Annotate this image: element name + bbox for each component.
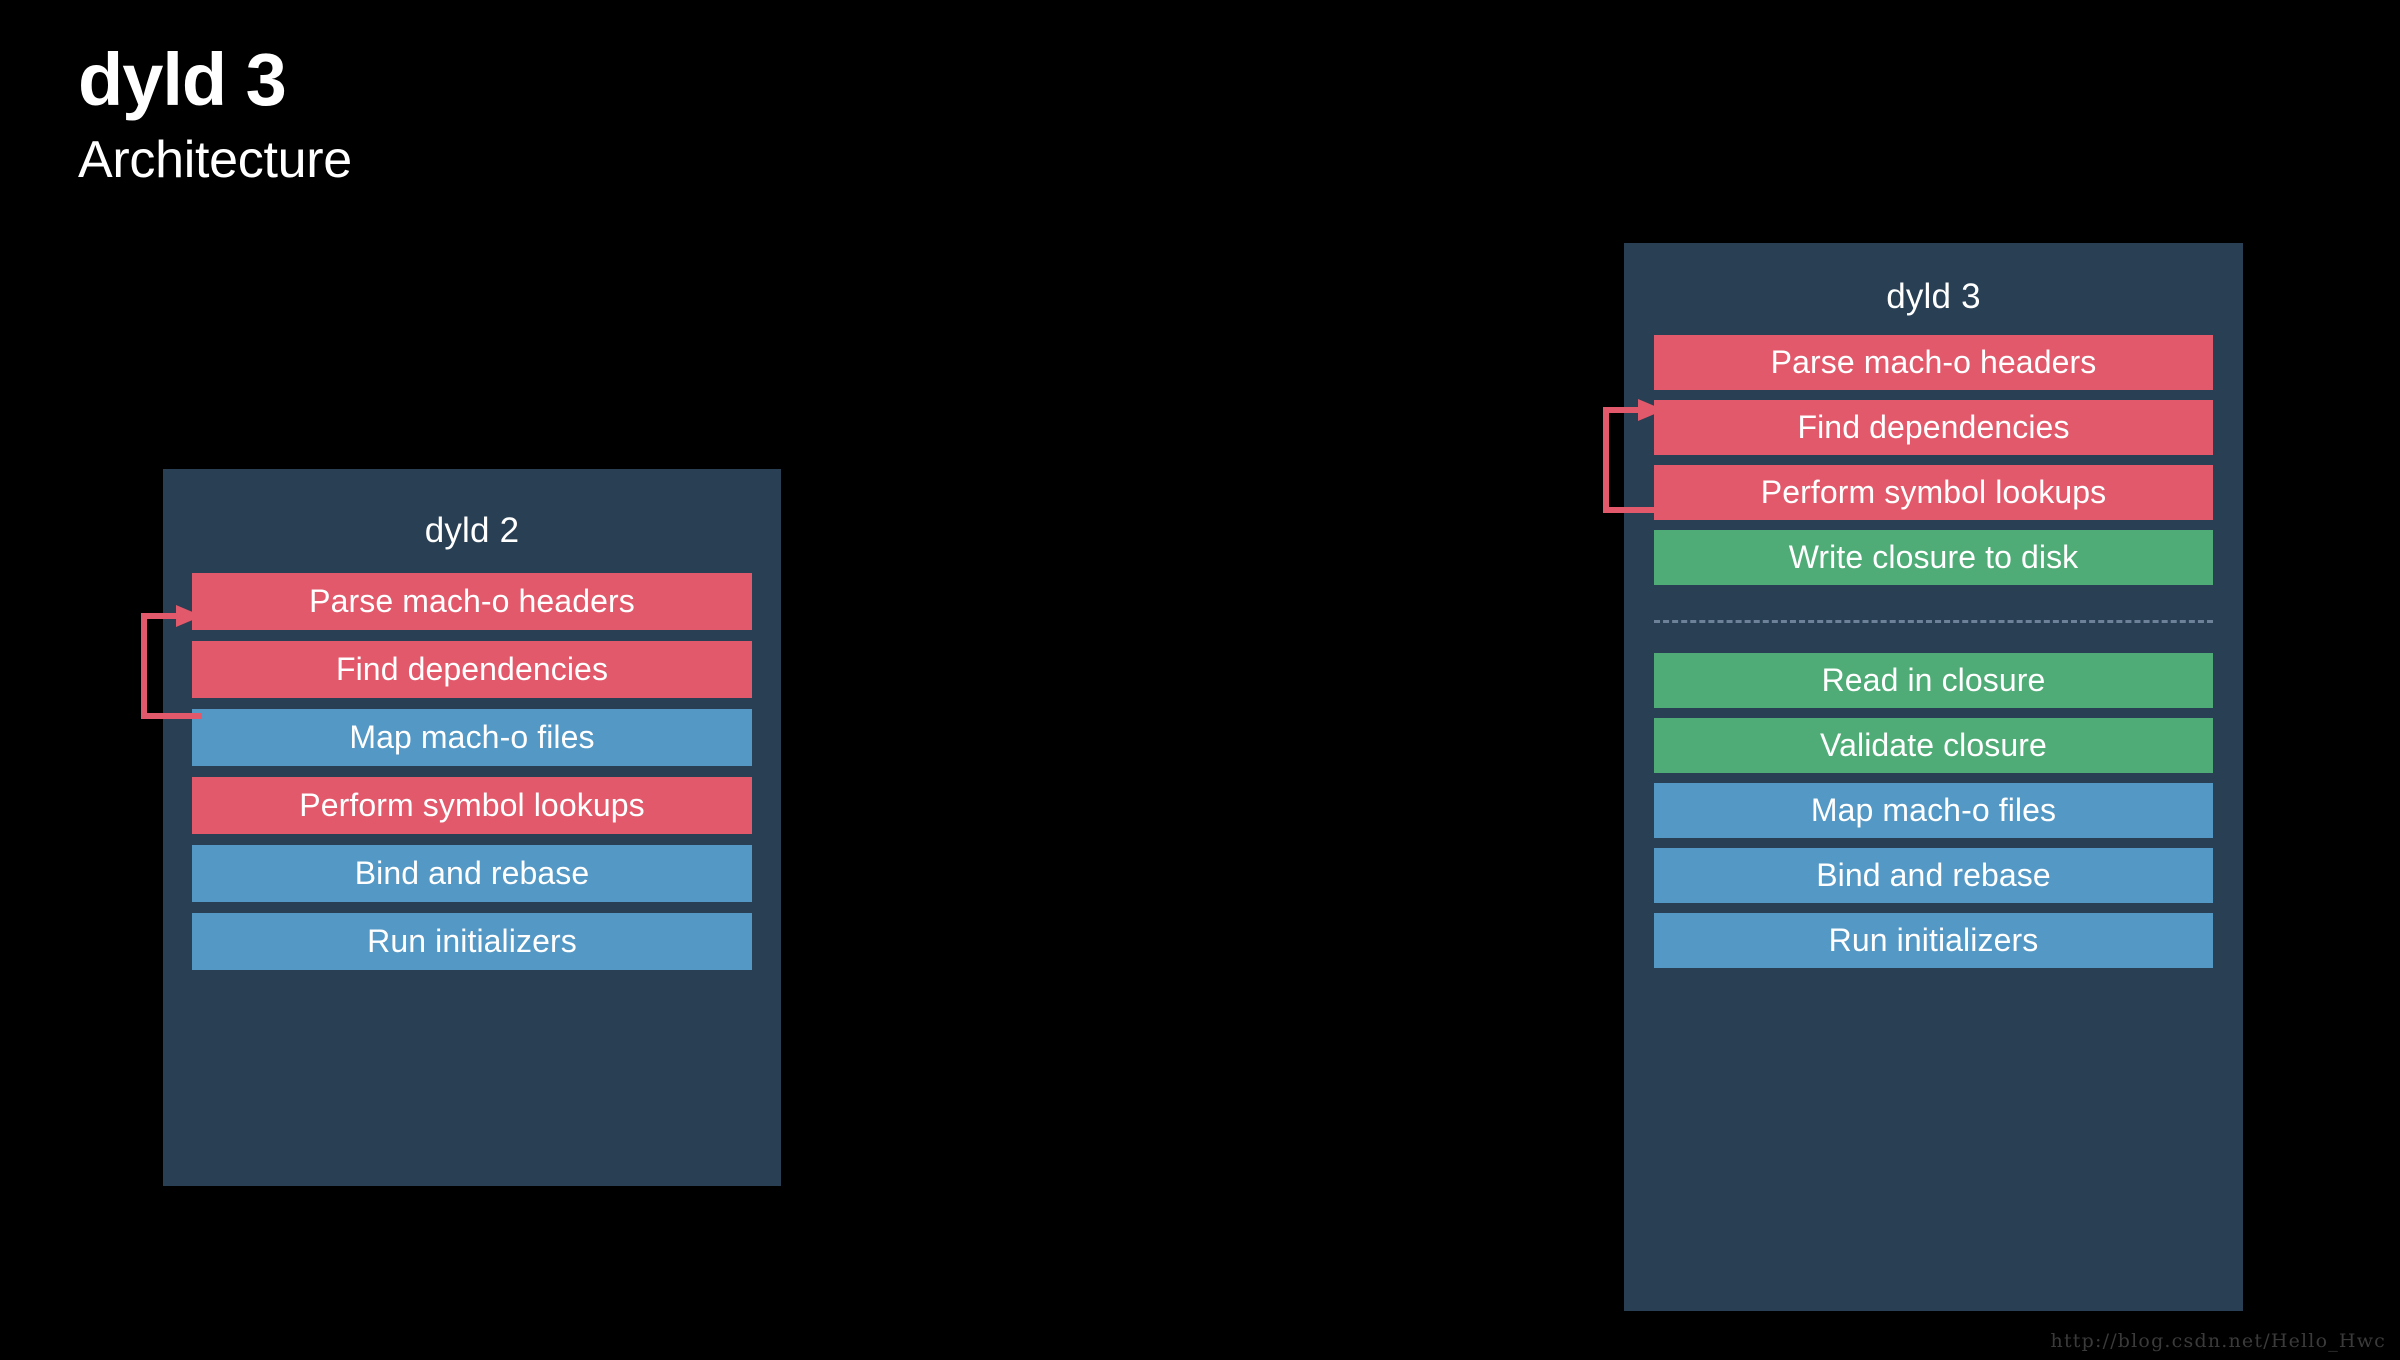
step-perform-symbol-lookups: Perform symbol lookups bbox=[1654, 465, 2213, 520]
step-map-mach-o-files: Map mach-o files bbox=[192, 709, 752, 766]
step-run-initializers: Run initializers bbox=[1654, 913, 2213, 968]
panel-dyld2-title: dyld 2 bbox=[424, 511, 520, 550]
panel-dyld2: dyld 2 Parse mach-o headers Find depende… bbox=[163, 469, 781, 1186]
page-title: dyld 3 bbox=[78, 38, 287, 121]
step-find-dependencies: Find dependencies bbox=[192, 641, 752, 698]
step-run-initializers: Run initializers bbox=[192, 913, 752, 970]
step-parse-mach-o-headers: Parse mach-o headers bbox=[192, 573, 752, 630]
panel-dyld3: dyld 3 Parse mach-o headers Find depende… bbox=[1624, 243, 2243, 1311]
step-write-closure-to-disk: Write closure to disk bbox=[1654, 530, 2213, 585]
step-read-in-closure: Read in closure bbox=[1654, 653, 2213, 708]
watermark: http://blog.csdn.net/Hello_Hwc bbox=[2050, 1330, 2386, 1352]
step-bind-and-rebase: Bind and rebase bbox=[192, 845, 752, 902]
step-map-mach-o-files: Map mach-o files bbox=[1654, 783, 2213, 838]
page-subtitle: Architecture bbox=[78, 131, 352, 190]
step-perform-symbol-lookups: Perform symbol lookups bbox=[192, 777, 752, 834]
step-parse-mach-o-headers: Parse mach-o headers bbox=[1654, 335, 2213, 390]
phase-divider bbox=[1654, 620, 2213, 623]
slide-title-block: dyld 3 Architecture bbox=[78, 42, 352, 188]
step-find-dependencies: Find dependencies bbox=[1654, 400, 2213, 455]
panel-dyld3-title: dyld 3 bbox=[1886, 277, 1981, 316]
step-validate-closure: Validate closure bbox=[1654, 718, 2213, 773]
step-bind-and-rebase: Bind and rebase bbox=[1654, 848, 2213, 903]
